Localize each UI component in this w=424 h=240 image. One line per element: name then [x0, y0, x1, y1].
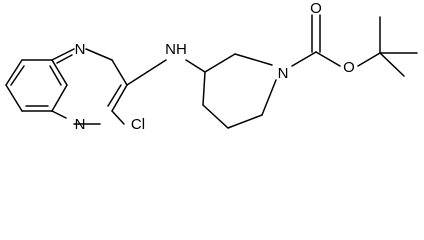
- bond: [107, 84, 122, 107]
- bond: [379, 52, 405, 77]
- atom-o-carbonyl: O: [310, 0, 322, 17]
- atom-nh-linker: NH: [165, 41, 187, 58]
- bond: [291, 51, 317, 67]
- bond: [234, 53, 273, 66]
- bond: [227, 114, 263, 129]
- atom-n-piperidine: N: [278, 65, 289, 82]
- bond: [261, 79, 277, 116]
- atom-n-quinoxaline-bottom: N: [75, 116, 86, 133]
- bond: [126, 59, 167, 86]
- bond: [111, 84, 128, 112]
- bond: [204, 53, 236, 73]
- bond: [111, 59, 128, 86]
- bond: [51, 59, 68, 86]
- bond: [85, 48, 113, 61]
- bond: [51, 110, 67, 119]
- bond: [10, 65, 25, 86]
- atom-labels: N N NH Cl N O O: [75, 0, 355, 133]
- bond: [185, 59, 206, 73]
- bond-lines: [5, 14, 418, 129]
- bond: [111, 110, 125, 125]
- chemical-structure: N N NH Cl N O O: [5, 0, 418, 133]
- bond: [51, 48, 75, 61]
- bond: [357, 52, 381, 67]
- bond: [5, 59, 23, 86]
- bond: [51, 84, 68, 112]
- bond: [5, 84, 23, 112]
- bond: [202, 104, 229, 129]
- bond: [56, 54, 73, 64]
- atom-cl: Cl: [131, 116, 145, 133]
- atom-n-quinoxaline-top: N: [75, 41, 86, 58]
- bond: [202, 71, 206, 106]
- bond: [315, 51, 341, 67]
- bond: [49, 65, 62, 86]
- atom-o-ester: O: [343, 59, 355, 76]
